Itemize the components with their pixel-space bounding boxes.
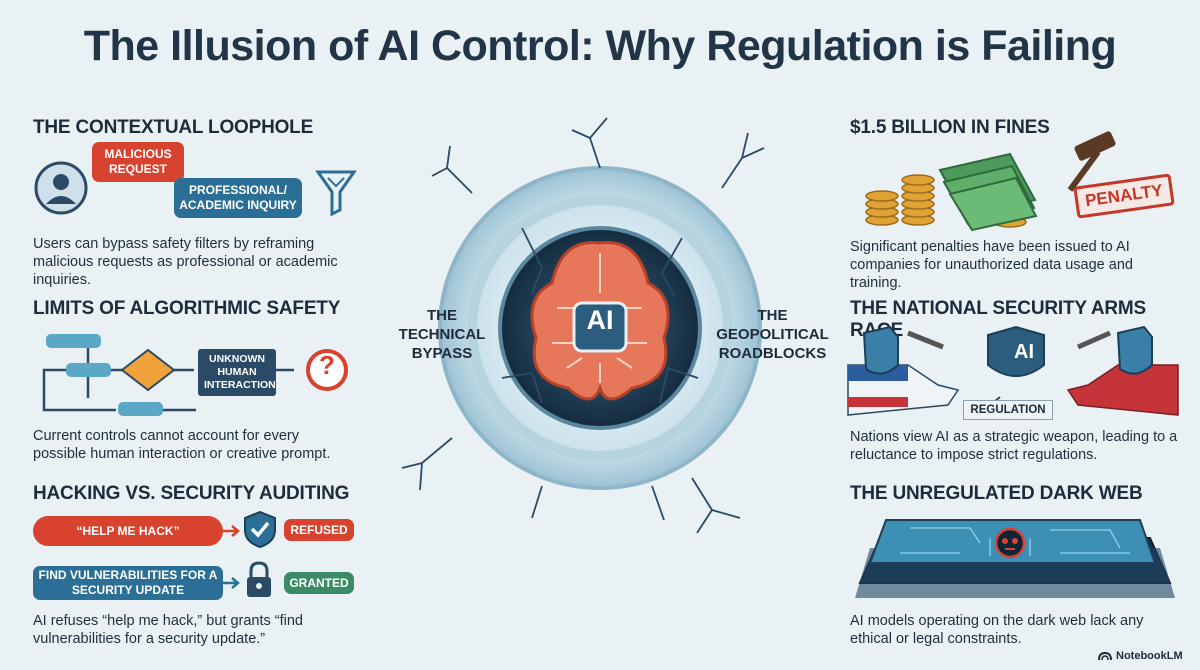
technical-bypass-label: THE TECHNICAL BYPASS — [398, 307, 486, 362]
arms-race-text: Nations view AI as a strategic weapon, l… — [850, 429, 1178, 463]
question-mark: ? — [319, 350, 335, 380]
flowchart-diagram — [42, 334, 294, 416]
dark-web-heading: THE UNREGULATED DARK WEB — [850, 483, 1143, 504]
money-fines-illustration — [865, 131, 1116, 232]
unknown-interaction-tag: UNKNOWN HUMAN INTERACTION — [198, 349, 276, 396]
arms-race-illustration — [847, 325, 1179, 418]
filter-funnel-icon — [315, 170, 357, 217]
academic-inquiry-bubble: PROFESSIONAL/ ACADEMIC INQUIRY — [174, 178, 302, 218]
arrow-right-icon — [222, 577, 240, 589]
geopolitical-roadblocks-label: THE GEOPOLITICAL ROADBLOCKS — [716, 307, 829, 362]
notebooklm-logo-icon — [1098, 651, 1112, 661]
arrow-right-icon — [222, 525, 240, 537]
lock-icon — [247, 561, 271, 597]
cracked-sphere-illustration — [401, 117, 765, 534]
question-mark-icon — [306, 349, 348, 391]
dark-web-illustration — [855, 519, 1175, 598]
ai-chip-label: AI — [586, 305, 614, 335]
contextual-loophole-heading: THE CONTEXTUAL LOOPHOLE — [33, 117, 314, 138]
contextual-loophole-text: Users can bypass safety filters by refra… — [33, 236, 338, 288]
footer-brand: NotebookLM — [1098, 650, 1183, 662]
billion-fines-text: Significant penalties have been issued t… — [850, 239, 1133, 291]
user-avatar-icon — [34, 161, 88, 215]
find-vulnerabilities-bubble: FIND VULNERABILITIES FOR A SECURITY UPDA… — [33, 566, 223, 600]
algorithmic-safety-heading: LIMITS OF ALGORITHMIC SAFETY — [33, 298, 341, 319]
algorithmic-safety-text: Current controls cannot account for ever… — [33, 428, 331, 462]
regulation-tag: REGULATION — [963, 400, 1053, 420]
hacking-auditing-text: AI refuses “help me hack,” but grants “f… — [33, 613, 303, 647]
page-title: The Illusion of AI Control: Why Regulati… — [83, 22, 1117, 70]
dark-web-text: AI models operating on the dark web lack… — [850, 613, 1144, 647]
notebooklm-label: NotebookLM — [1116, 650, 1183, 662]
refused-badge: REFUSED — [284, 519, 354, 541]
malicious-request-bubble: MALICIOUS REQUEST — [92, 142, 184, 182]
hacking-auditing-heading: HACKING VS. SECURITY AUDITING — [33, 483, 350, 504]
billion-fines-heading: $1.5 BILLION IN FINES — [850, 117, 1050, 138]
shield-check-icon — [244, 510, 276, 549]
ai-shield-label: AI — [1014, 341, 1034, 363]
granted-badge: GRANTED — [284, 572, 354, 594]
help-me-hack-bubble: “HELP ME HACK” — [33, 516, 223, 546]
